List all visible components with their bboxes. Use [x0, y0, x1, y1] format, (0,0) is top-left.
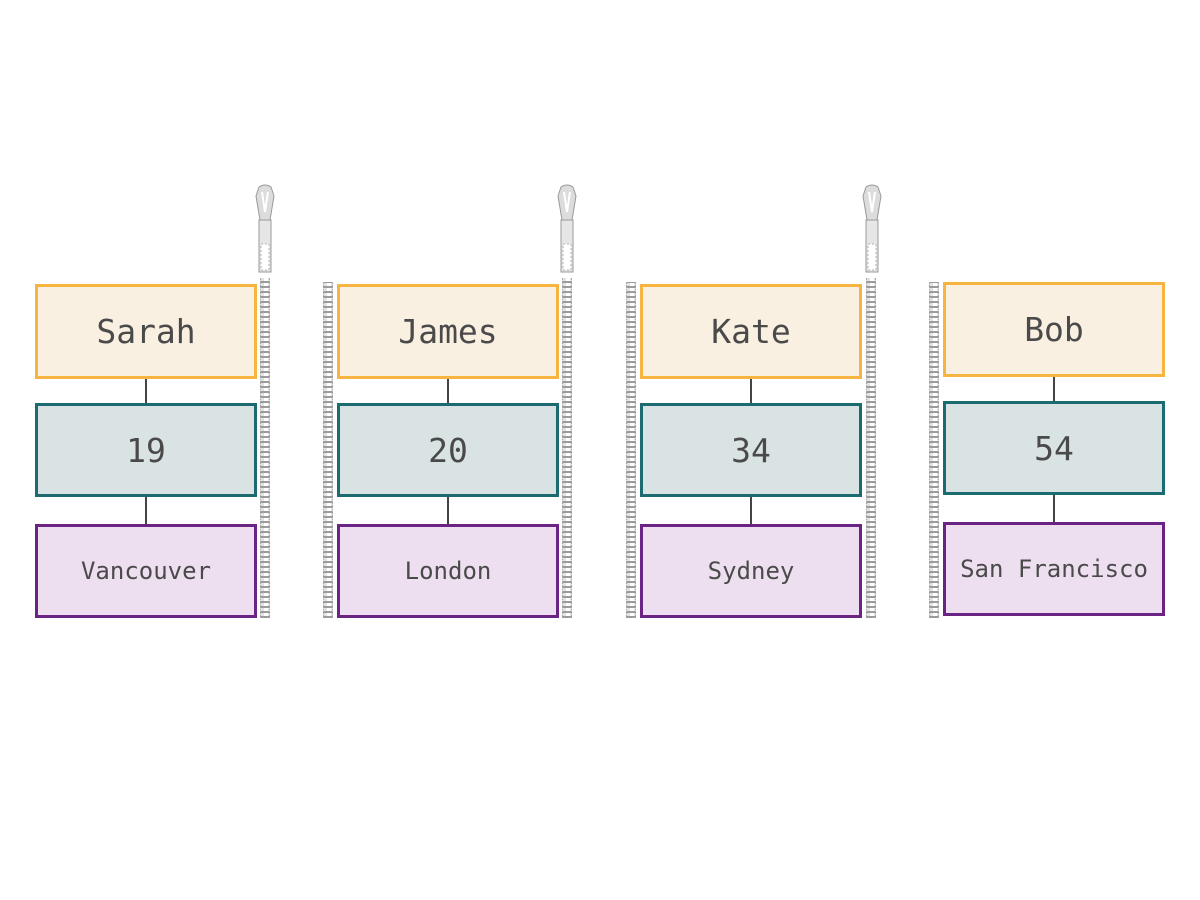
- age-label: 54: [1034, 428, 1074, 468]
- connector-line: [447, 497, 449, 524]
- zipper-track-2-left: [323, 282, 333, 618]
- name-box: Sarah: [35, 284, 257, 379]
- age-box: 19: [35, 403, 257, 497]
- connector-line: [750, 497, 752, 524]
- zipper-track-3-right: [866, 278, 876, 618]
- age-label: 34: [731, 430, 771, 470]
- city-box: London: [337, 524, 559, 618]
- zipper-track-2-right: [562, 278, 572, 618]
- record-card: Sarah 19 Vancouver: [35, 284, 257, 618]
- zipper-track-1-right: [260, 278, 270, 618]
- name-box: Kate: [640, 284, 862, 379]
- city-box: Vancouver: [35, 524, 257, 618]
- city-label: San Francisco: [960, 555, 1148, 583]
- record-card: James 20 London: [337, 284, 559, 618]
- age-label: 20: [428, 430, 468, 470]
- connector-line: [447, 379, 449, 403]
- age-box: 34: [640, 403, 862, 497]
- zipper-track-3-left: [626, 282, 636, 618]
- zipper-pull-icon-3: [862, 184, 882, 273]
- connector-line: [1053, 495, 1055, 522]
- zipper-pull-icon-2: [557, 184, 577, 273]
- name-label: Kate: [711, 312, 791, 351]
- name-box: Bob: [943, 282, 1165, 377]
- city-box: San Francisco: [943, 522, 1165, 616]
- name-label: Sarah: [96, 312, 196, 351]
- connector-line: [145, 497, 147, 524]
- zipper-pull-icon-1: [255, 184, 275, 273]
- zipper-track-4-left: [929, 282, 939, 618]
- name-label: James: [398, 312, 498, 351]
- name-label: Bob: [1024, 310, 1084, 349]
- city-box: Sydney: [640, 524, 862, 618]
- city-label: Vancouver: [80, 557, 212, 585]
- connector-line: [750, 379, 752, 403]
- record-card: Kate 34 Sydney: [640, 284, 862, 618]
- name-box: James: [337, 284, 559, 379]
- connector-line: [145, 379, 147, 403]
- age-label: 19: [126, 430, 166, 470]
- age-box: 54: [943, 401, 1165, 495]
- connector-line: [1053, 377, 1055, 401]
- record-card: Bob 54 San Francisco: [943, 282, 1165, 616]
- age-box: 20: [337, 403, 559, 497]
- city-label: London: [404, 557, 492, 585]
- city-label: Sydney: [707, 557, 795, 585]
